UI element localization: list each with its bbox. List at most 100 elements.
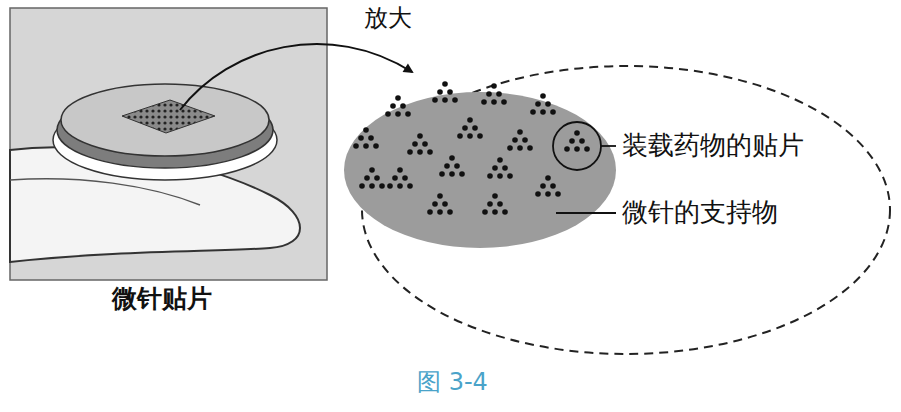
drug-dot	[545, 191, 551, 197]
drug-dot	[502, 165, 508, 171]
drug-dot	[369, 167, 375, 173]
drug-dot	[477, 133, 483, 139]
drug-dot	[535, 191, 541, 197]
drug-dot	[422, 141, 428, 147]
drug-dot	[359, 183, 365, 189]
drug-dot	[522, 137, 528, 143]
drug-dot	[467, 117, 473, 123]
drug-dot	[545, 175, 551, 181]
drug-dot	[497, 201, 503, 207]
drug-dot	[569, 138, 575, 144]
drug-dot	[530, 109, 536, 115]
drug-dot	[507, 173, 513, 179]
drug-dot	[437, 209, 443, 215]
drug-dot	[379, 183, 385, 189]
drug-dot	[439, 171, 445, 177]
drug-dot	[540, 109, 546, 115]
drug-dot	[417, 133, 423, 139]
drug-patch-label: 装载药物的贴片	[622, 130, 804, 161]
drug-dot	[527, 145, 533, 151]
needle-support	[344, 92, 616, 248]
drug-dot	[517, 145, 523, 151]
support-label: 微针的支持物	[622, 197, 778, 228]
drug-dot	[447, 89, 453, 95]
drug-dot	[447, 209, 453, 215]
drug-dot	[444, 163, 450, 169]
figure-caption: 图 3-4	[417, 368, 488, 397]
drug-dot	[437, 193, 443, 199]
drug-dot	[449, 155, 455, 161]
drug-dot	[564, 146, 570, 152]
highlight-circle	[553, 122, 601, 170]
drug-dot	[374, 175, 380, 181]
drug-dot	[550, 109, 556, 115]
drug-dot	[405, 111, 411, 117]
drug-dot	[397, 167, 403, 173]
drug-dot	[368, 135, 374, 141]
drug-dot	[432, 201, 438, 207]
drug-dot	[442, 81, 448, 87]
drug-dot	[545, 101, 551, 107]
drug-dot	[497, 157, 503, 163]
drug-dot	[457, 133, 463, 139]
drug-dot	[462, 125, 468, 131]
drug-dot	[535, 101, 541, 107]
drug-dot	[467, 133, 473, 139]
drug-dot	[358, 135, 364, 141]
drug-dot	[584, 146, 590, 152]
drug-dot	[492, 209, 498, 215]
leader-line	[556, 212, 616, 214]
drug-dot	[385, 111, 391, 117]
drug-dot	[507, 145, 513, 151]
drug-dot	[363, 143, 369, 149]
drug-dot	[442, 201, 448, 207]
drug-dot	[512, 137, 518, 143]
drug-dot	[449, 171, 455, 177]
drug-dot	[437, 89, 443, 95]
drug-dot	[491, 83, 497, 89]
drug-dot	[387, 183, 393, 189]
drug-dot	[487, 201, 493, 207]
drug-dot	[353, 143, 359, 149]
drug-dot	[540, 93, 546, 99]
drug-dot	[496, 91, 502, 97]
drug-dot	[427, 209, 433, 215]
drug-dot	[454, 163, 460, 169]
drug-dot	[427, 149, 433, 155]
drug-dot	[392, 175, 398, 181]
drug-dot	[497, 173, 503, 179]
drug-dot	[442, 97, 448, 103]
drug-dot	[373, 143, 379, 149]
drug-dot	[517, 129, 523, 135]
drug-dot	[363, 127, 369, 133]
drug-dot	[407, 149, 413, 155]
drug-dot	[412, 141, 418, 147]
microneedle-array	[122, 100, 215, 133]
drug-dot	[579, 138, 585, 144]
drug-dot	[364, 175, 370, 181]
drug-dot	[502, 209, 508, 215]
drug-dot	[491, 99, 497, 105]
drug-dot	[459, 171, 465, 177]
drug-dot	[487, 173, 493, 179]
drug-dot	[482, 209, 488, 215]
magnify-arrow	[180, 44, 412, 110]
figure-name: 微针贴片	[112, 284, 212, 314]
drug-dot	[472, 125, 478, 131]
drug-dot	[555, 191, 561, 197]
drug-dot	[540, 183, 546, 189]
drug-dot	[492, 193, 498, 199]
magnify-label: 放大	[364, 4, 412, 33]
drug-dot	[501, 99, 507, 105]
drug-dot	[417, 149, 423, 155]
drug-dot	[492, 165, 498, 171]
drug-dot	[395, 95, 401, 101]
drug-dot	[390, 103, 396, 109]
drug-dot	[486, 91, 492, 97]
drug-dot	[369, 183, 375, 189]
drug-dot	[397, 183, 403, 189]
drug-patch-clusters	[353, 81, 590, 215]
drug-dot	[395, 111, 401, 117]
patch-top	[61, 84, 269, 156]
